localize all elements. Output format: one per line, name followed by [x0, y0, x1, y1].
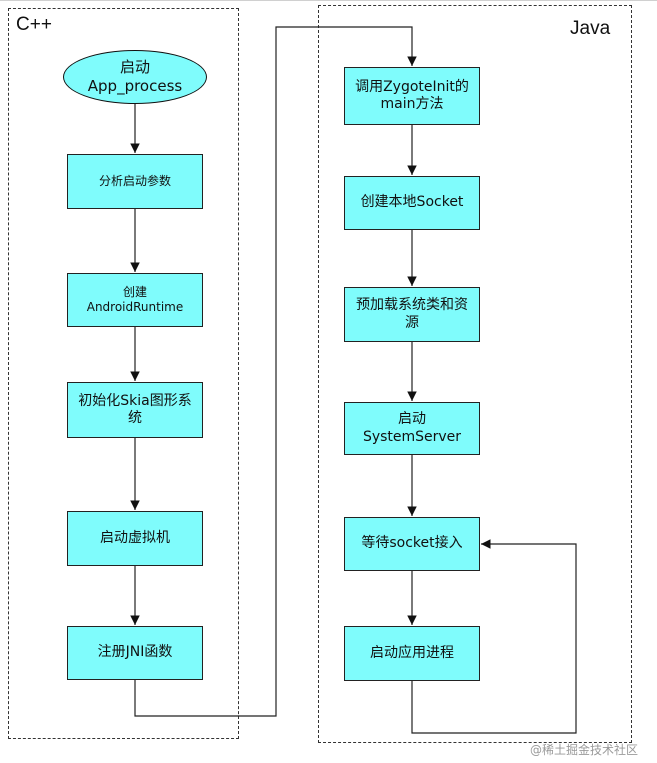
start-app-process-java-label: 启动应用进程: [370, 644, 454, 661]
start-system-server-label: 启动SystemServer: [362, 411, 462, 445]
start-vm-node: 启动虚拟机: [67, 511, 203, 566]
call-zygote-main-label: 调用ZygoteInit的 main方法: [355, 78, 469, 113]
start-system-server-node: 启动SystemServer: [344, 402, 480, 455]
preload-node: 预加载系统类和资 源: [344, 287, 480, 342]
create-socket-node: 创建本地Socket: [344, 176, 480, 230]
call-zygote-main-node: 调用ZygoteInit的 main方法: [344, 67, 480, 125]
create-socket-label: 创建本地Socket: [360, 194, 464, 211]
create-runtime-node: 创建 AndroidRuntime: [67, 273, 203, 327]
wait-socket-label: 等待socket接入: [361, 535, 463, 552]
top-border-line: [0, 0, 657, 1]
arrow-loop-back-to-wait: [411, 539, 577, 734]
cpp-region: [8, 8, 239, 739]
init-skia-node: 初始化Skia图形系 统: [67, 382, 203, 438]
java-region: [318, 5, 632, 743]
watermark: @稀土掘金技术社区: [530, 743, 639, 757]
start-app-process-label: 启动 App_process: [87, 58, 183, 95]
start-vm-label: 启动虚拟机: [100, 529, 170, 546]
preload-label: 预加载系统类和资 源: [356, 297, 468, 331]
arrow-jni-to-zygote: [134, 26, 417, 717]
cpp-region-label: C++: [16, 14, 52, 35]
start-app-process-node: 启动 App_process: [63, 50, 207, 104]
start-app-process-java-node: 启动应用进程: [344, 626, 480, 681]
register-jni-node: 注册JNI函数: [67, 626, 203, 680]
wait-socket-node: 等待socket接入: [344, 517, 480, 571]
java-region-label: Java: [570, 18, 611, 39]
register-jni-label: 注册JNI函数: [97, 644, 173, 661]
parse-args-label: 分析启动参数: [98, 174, 171, 188]
init-skia-label: 初始化Skia图形系 统: [78, 392, 192, 427]
parse-args-node: 分析启动参数: [67, 154, 203, 209]
create-runtime-label: 创建 AndroidRuntime: [86, 285, 184, 314]
